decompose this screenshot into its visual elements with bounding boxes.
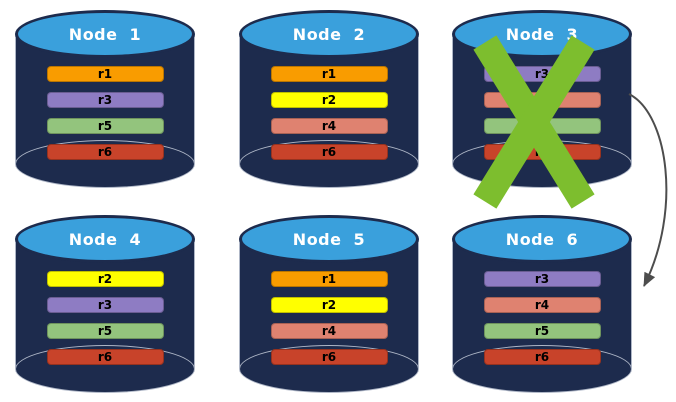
replica-bar: r6 — [483, 349, 601, 365]
cylinder-top: Node 5 — [239, 215, 419, 263]
replica-label: r1 — [321, 272, 337, 286]
node-3: Node 3 r3 r4 r5 r6 — [452, 10, 632, 209]
replica-label: r2 — [321, 298, 337, 312]
replica-list: r1 r2 r4 r6 — [239, 66, 419, 160]
replica-label: r5 — [97, 119, 113, 133]
failure-x-icon — [473, 35, 595, 209]
node-title: Node 3 — [505, 25, 579, 44]
replica-label: r1 — [321, 67, 337, 81]
replica-label: r1 — [97, 67, 113, 81]
cylinder-top: Node 1 — [15, 10, 195, 58]
replica-label: r4 — [321, 324, 337, 338]
node-1: Node 1 r1 r3 r5 r6 — [15, 10, 195, 188]
replica-label: r3 — [534, 67, 550, 81]
replica-bar: r4 — [270, 118, 388, 134]
replica-label: r4 — [321, 119, 337, 133]
replica-bar: r1 — [270, 271, 388, 287]
node-2: Node 2 r1 r2 r4 r6 — [239, 10, 419, 188]
replica-label: r6 — [97, 145, 113, 159]
replica-bar: r2 — [270, 297, 388, 313]
node-title: Node 6 — [505, 230, 579, 249]
replica-label: r2 — [97, 272, 113, 286]
node-6: Node 6 r3 r4 r5 r6 — [452, 215, 632, 393]
replica-list: r1 r3 r5 r6 — [15, 66, 195, 160]
replica-label: r6 — [321, 145, 337, 159]
node-title: Node 4 — [68, 230, 142, 249]
replica-bar: r4 — [483, 297, 601, 313]
replica-bar: r6 — [46, 349, 164, 365]
replica-bar: r3 — [46, 297, 164, 313]
node-5: Node 5 r1 r2 r4 r6 — [239, 215, 419, 393]
node-title: Node 2 — [292, 25, 366, 44]
replica-label: r3 — [97, 93, 113, 107]
node-4: Node 4 r2 r3 r5 r6 — [15, 215, 195, 393]
replica-bar: r1 — [46, 66, 164, 82]
replica-bar: r3 — [483, 271, 601, 287]
replica-bar: r5 — [46, 118, 164, 134]
replica-bar: r4 — [270, 323, 388, 339]
cylinder-top: Node 6 — [452, 215, 632, 263]
replica-bar: r2 — [46, 271, 164, 287]
replica-label: r5 — [97, 324, 113, 338]
replica-bar: r5 — [483, 323, 601, 339]
replica-label: r4 — [534, 298, 550, 312]
replica-bar: r6 — [270, 144, 388, 160]
replica-list: r2 r3 r5 r6 — [15, 271, 195, 365]
replica-bar: r6 — [46, 144, 164, 160]
replica-label: r6 — [321, 350, 337, 364]
replica-label: r2 — [321, 93, 337, 107]
replica-label: r3 — [534, 272, 550, 286]
replica-label: r5 — [534, 324, 550, 338]
cylinder-top: Node 4 — [15, 215, 195, 263]
replica-label: r3 — [97, 298, 113, 312]
replica-bar: r3 — [46, 92, 164, 108]
node-title: Node 5 — [292, 230, 366, 249]
node-title: Node 1 — [68, 25, 142, 44]
replica-bar: r2 — [270, 92, 388, 108]
replica-bar: r1 — [270, 66, 388, 82]
replica-bar: r6 — [270, 349, 388, 365]
replica-label: r6 — [97, 350, 113, 364]
replica-list: r1 r2 r4 r6 — [239, 271, 419, 365]
replica-list: r3 r4 r5 r6 — [452, 271, 632, 365]
replica-label: r6 — [534, 350, 550, 364]
cylinder-top: Node 2 — [239, 10, 419, 58]
replica-bar: r5 — [46, 323, 164, 339]
